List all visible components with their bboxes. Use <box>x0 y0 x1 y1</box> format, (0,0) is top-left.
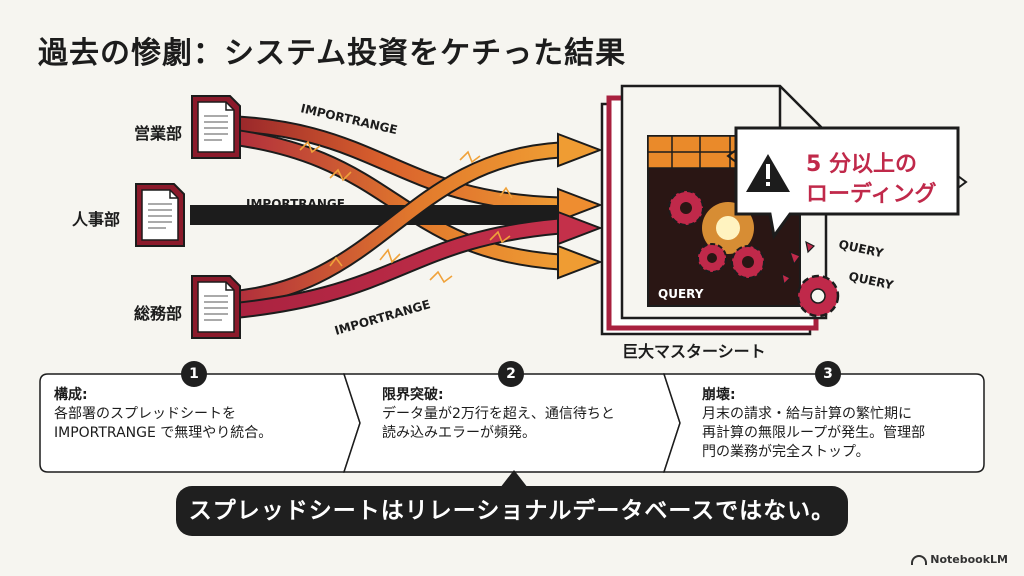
warning-line-1: 5 分以上の <box>806 152 917 177</box>
step-2-title: 限界突破: <box>382 387 444 403</box>
warning-icon <box>746 154 790 192</box>
flow-band-general-affairs-to-top <box>204 141 561 309</box>
arrowhead-3 <box>557 210 603 246</box>
department-label-sales: 営業部 <box>134 124 183 143</box>
arrowhead-4 <box>557 244 603 280</box>
page-title: 過去の惨劇：システム投資をケチった結果 <box>38 36 627 71</box>
step-1-body-line-2: IMPORTRANGE で無理やり統合。 <box>54 425 273 441</box>
callout-pointer <box>500 470 528 488</box>
query-label-outer-1: QUERY <box>837 237 885 260</box>
warning-bubble <box>726 126 968 240</box>
query-label-inner: QUERY <box>658 287 704 301</box>
step-3-title: 崩壊: <box>702 387 736 403</box>
step-3-body-line-2: 再計算の無限ループが発生。管理部 <box>702 425 926 441</box>
master-sheet-label: 巨大マスターシート <box>622 342 766 361</box>
arrowhead-1 <box>557 132 603 168</box>
notebooklm-logo-icon <box>911 555 928 565</box>
query-label-outer-2: QUERY <box>847 269 895 292</box>
warning-text: 5 分以上の ローディング <box>806 150 936 210</box>
step-panel-3: 崩壊: 月末の請求・給与計算の繁忙期に 再計算の無限ループが発生。管理部 門の業… <box>702 374 978 472</box>
department-label-general-affairs: 総務部 <box>134 304 183 323</box>
step-panel-1: 構成: 各部署のスプレッドシートを IMPORTRANGE で無理やり統合。 <box>54 374 344 472</box>
step-number-3: 3 <box>815 361 841 387</box>
flow-band-sales-to-bottom <box>204 125 561 271</box>
spark-effects <box>299 140 513 284</box>
flow-label-general-affairs: IMPORTRANGE <box>333 297 432 338</box>
flow-band-sales-to-top <box>204 114 561 214</box>
footer-brand-text: NotebookLM <box>930 553 1008 566</box>
warning-line-2: ローディング <box>806 182 937 207</box>
broken-fragments <box>781 240 816 286</box>
gear-icon <box>731 245 765 279</box>
step-3-body-line-1: 月末の請求・給与計算の繁忙期に <box>702 406 912 422</box>
document-icon <box>135 183 185 247</box>
step-2-body-line-1: データ量が2万行を超え、通信待ちと <box>382 406 615 422</box>
step-panel-3-frame <box>662 373 985 473</box>
step-1-body-line-1: 各部署のスプレッドシートを <box>54 406 236 422</box>
flow-band-general-affairs-to-middle <box>204 217 561 322</box>
footer-brand: NotebookLM <box>911 553 1008 566</box>
department-label-hr: 人事部 <box>72 210 121 229</box>
gear-icon <box>697 243 727 273</box>
step-3-body-line-3: 門の業務が完全ストップ。 <box>702 444 870 460</box>
step-panel-2: 限界突破: データ量が2万行を超え、通信待ちと 読み込みエラーが頻発。 <box>382 374 662 472</box>
gear-icon <box>668 190 704 226</box>
document-icon <box>191 275 241 339</box>
callout-banner: スプレッドシートはリレーショナルデータベースではない。 <box>176 486 848 536</box>
arrowhead-2 <box>557 187 603 223</box>
step-panel-1-frame <box>39 373 361 473</box>
document-icon <box>191 95 241 159</box>
gear-icon <box>796 274 840 318</box>
step-number-2: 2 <box>498 361 524 387</box>
flow-label-hr: IMPORTRANGE <box>246 197 345 211</box>
step-1-title: 構成: <box>54 387 88 403</box>
step-number-1: 1 <box>181 361 207 387</box>
step-2-body-line-2: 読み込みエラーが頻発。 <box>382 425 536 441</box>
